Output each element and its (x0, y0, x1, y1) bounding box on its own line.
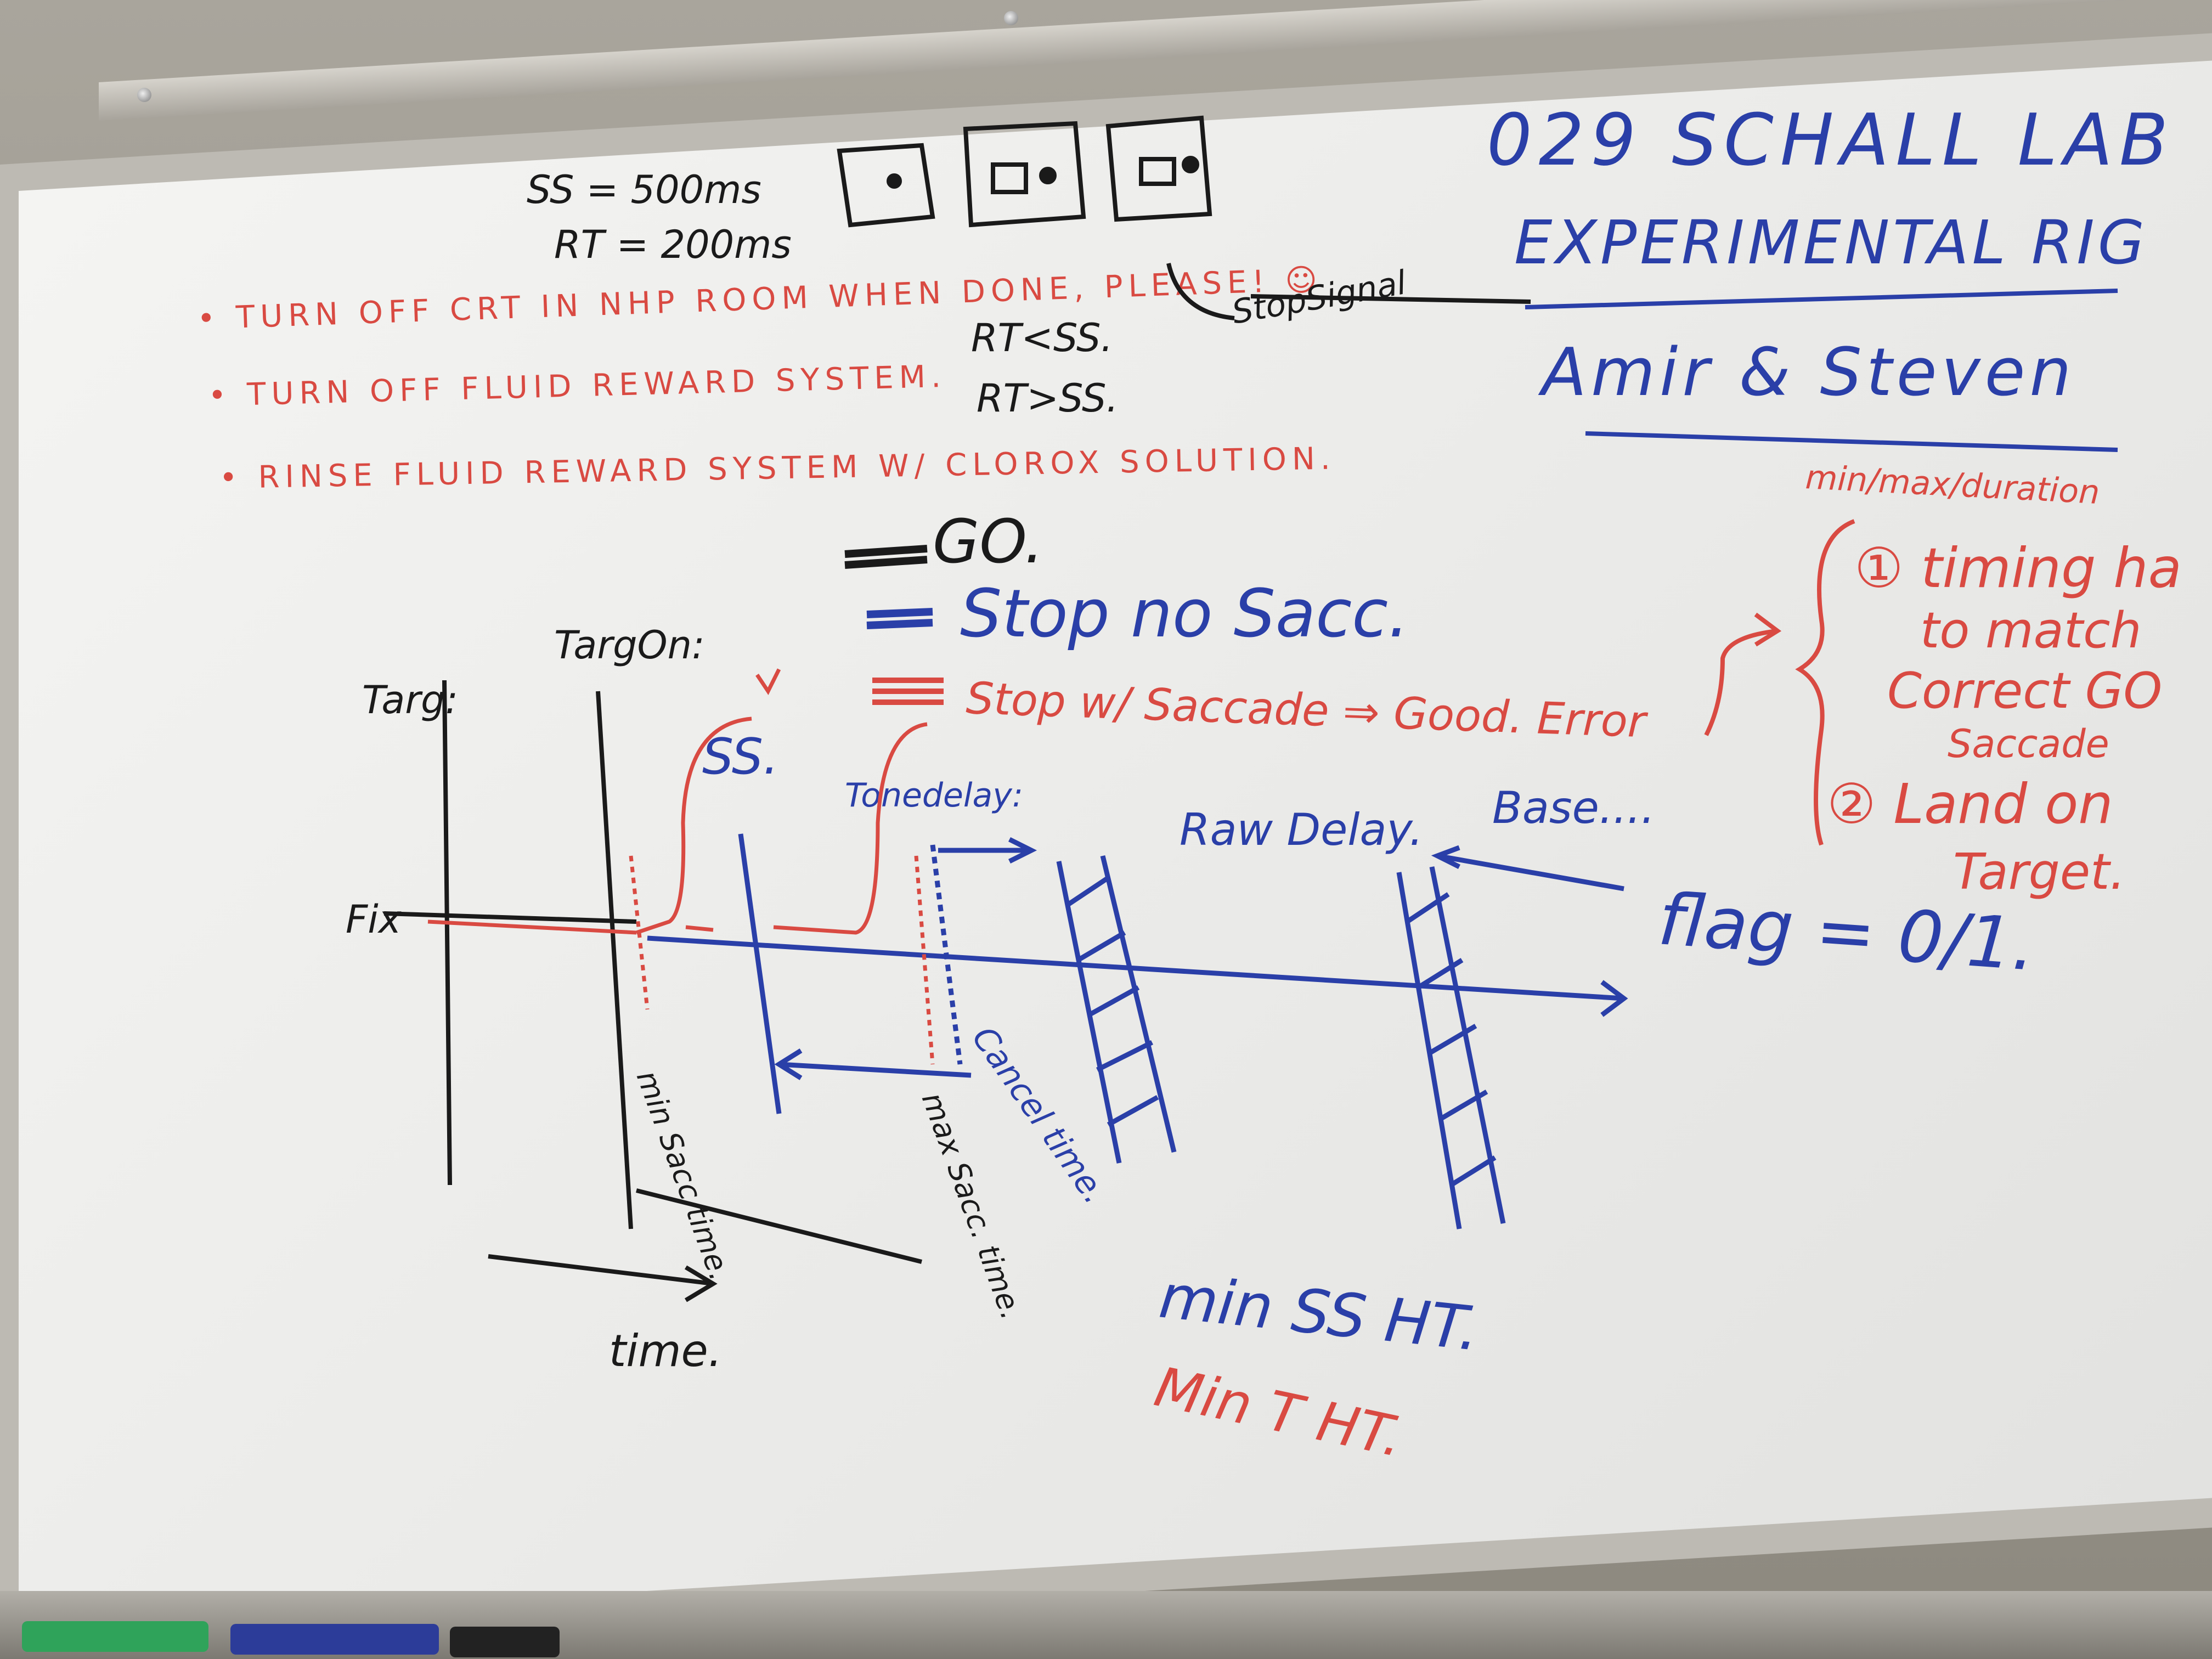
stop-w-sacc-legend-mark (872, 678, 944, 705)
label-min-ss-ht: min SS HT. (1156, 1261, 1482, 1364)
diagram-blue-lines (647, 833, 1628, 1229)
reminder-crt: • TURN OFF CRT IN NHP ROOM WHEN DONE, PL… (196, 262, 1323, 337)
reminder-rinse: • RINSE FLUID REWARD SYSTEM W/ CLOROX SO… (219, 441, 1336, 496)
label-targ: Targ: (362, 678, 458, 723)
go-legend-mark (844, 545, 928, 569)
rig-title: EXPERIMENTAL RIG (1514, 207, 2148, 278)
rt-duration: RT = 200ms (554, 222, 792, 267)
label-base: Base.... (1492, 782, 1655, 833)
stop-no-sacc-legend-mark (866, 608, 933, 629)
black-marker[interactable] (450, 1627, 560, 1657)
notes-arrow (1704, 612, 1782, 736)
label-fix: Fix (346, 897, 402, 942)
reminder-fluid-off: • TURN OFF FLUID REWARD SYSTEM. (208, 359, 947, 414)
label-cancel-time: Cancel time. (964, 1019, 1115, 1211)
rt-less-ss: RT<SS. (971, 315, 1113, 360)
legend-stop-w-sacc: Stop w/ Saccade ⇒ Good. Error (965, 673, 1649, 747)
note-2-line-1: ② Land on (1827, 772, 2113, 836)
legend-go: GO. (933, 506, 1043, 577)
notes-header: min/max/duration (1804, 458, 2101, 512)
blue-marker[interactable] (230, 1624, 439, 1655)
note-1-line-2: to match (1920, 602, 2142, 659)
label-ss: SS. (702, 728, 779, 786)
label-tone-delay: Tonedelay: (845, 776, 1023, 815)
green-marker[interactable] (22, 1621, 208, 1652)
rail-screw (137, 88, 151, 102)
diagram-red-lines (427, 668, 935, 1065)
diagram-black-lines (383, 680, 922, 1302)
label-min-sacc-time: min Sacc time. (630, 1066, 738, 1285)
note-1-line-4: Saccade (1948, 721, 2109, 766)
ss-duration: SS = 500ms (527, 167, 761, 212)
notes-brace (1795, 519, 1855, 846)
room-title: 029 SCHALL LAB (1487, 98, 2175, 182)
rt-more-ss: RT>SS. (977, 376, 1119, 421)
rail-screw (1004, 11, 1018, 25)
screen-sketches (837, 115, 1531, 320)
label-max-sacc-time: max Sacc. time. (915, 1088, 1029, 1324)
label-min-t-ht: Min T HT. (1149, 1355, 1409, 1470)
label-raw-delay: Raw Delay. (1180, 804, 1423, 855)
label-time: time. (609, 1325, 722, 1376)
legend-stop-no-sacc: Stop no Sacc. (960, 576, 1409, 652)
names-underline (1585, 431, 2118, 452)
header-underline (1525, 289, 2118, 309)
note-2-line-2: Target. (1953, 843, 2125, 901)
note-1-line-1: ① timing ha (1854, 536, 2182, 600)
label-targ-on: TargOn: (554, 623, 705, 668)
note-1-line-3: Correct GO (1887, 662, 2162, 720)
people-names: Amir & Steven (1538, 335, 2075, 411)
